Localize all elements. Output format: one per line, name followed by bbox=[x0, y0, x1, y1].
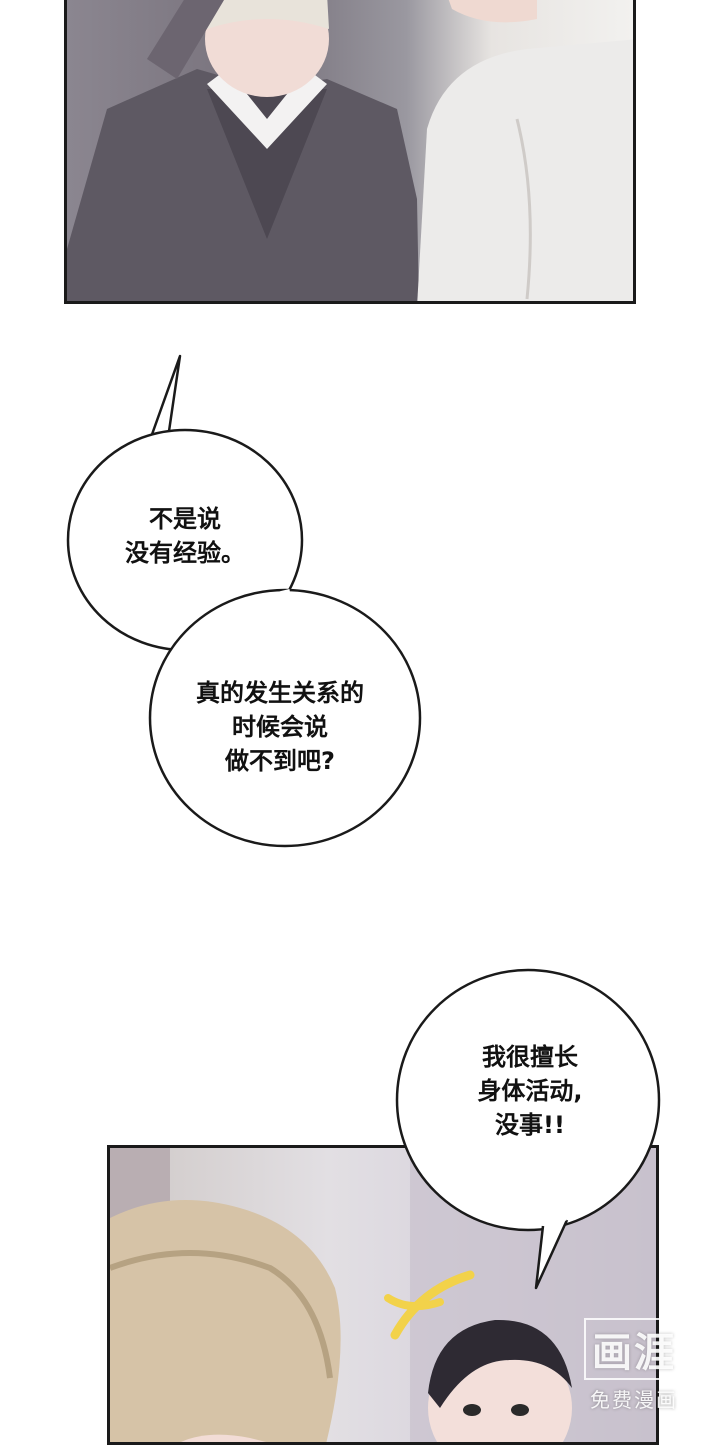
bubble-first-line: 没有经验。 bbox=[125, 539, 245, 567]
bubble-third-line: 我很擅长 bbox=[482, 1043, 578, 1071]
panel-illustration-bottom bbox=[110, 1148, 656, 1442]
watermark-subtitle: 免费漫画 bbox=[590, 1388, 678, 1412]
bubble-second-text: 真的发生关系的 时候会说 做不到吧? bbox=[165, 676, 395, 778]
bubble-third-line: 没事!! bbox=[495, 1111, 565, 1139]
watermark: 画涯 免费漫画 bbox=[584, 1318, 684, 1413]
sparkle-stroke-two bbox=[384, 1294, 444, 1311]
sparkle-stroke-one bbox=[390, 1270, 475, 1340]
bubble-second-line: 真的发生关系的 bbox=[196, 679, 364, 707]
bubble-third-shape bbox=[395, 968, 661, 1232]
top-comic-panel bbox=[64, 0, 636, 304]
bubble-third-line: 身体活动, bbox=[477, 1077, 583, 1105]
panel-illustration-top bbox=[67, 0, 633, 301]
bubble-first-text: 不是说 没有经验。 bbox=[85, 502, 285, 570]
bubble-first-line: 不是说 bbox=[149, 505, 221, 533]
bubble-third-text: 我很擅长 身体活动, 没事!! bbox=[440, 1040, 620, 1142]
bubble-second-line: 做不到吧? bbox=[225, 747, 335, 775]
bubble-second-line: 时候会说 bbox=[232, 713, 328, 741]
bubble-second-shape bbox=[148, 588, 422, 848]
watermark-title: 画涯 bbox=[584, 1318, 684, 1380]
